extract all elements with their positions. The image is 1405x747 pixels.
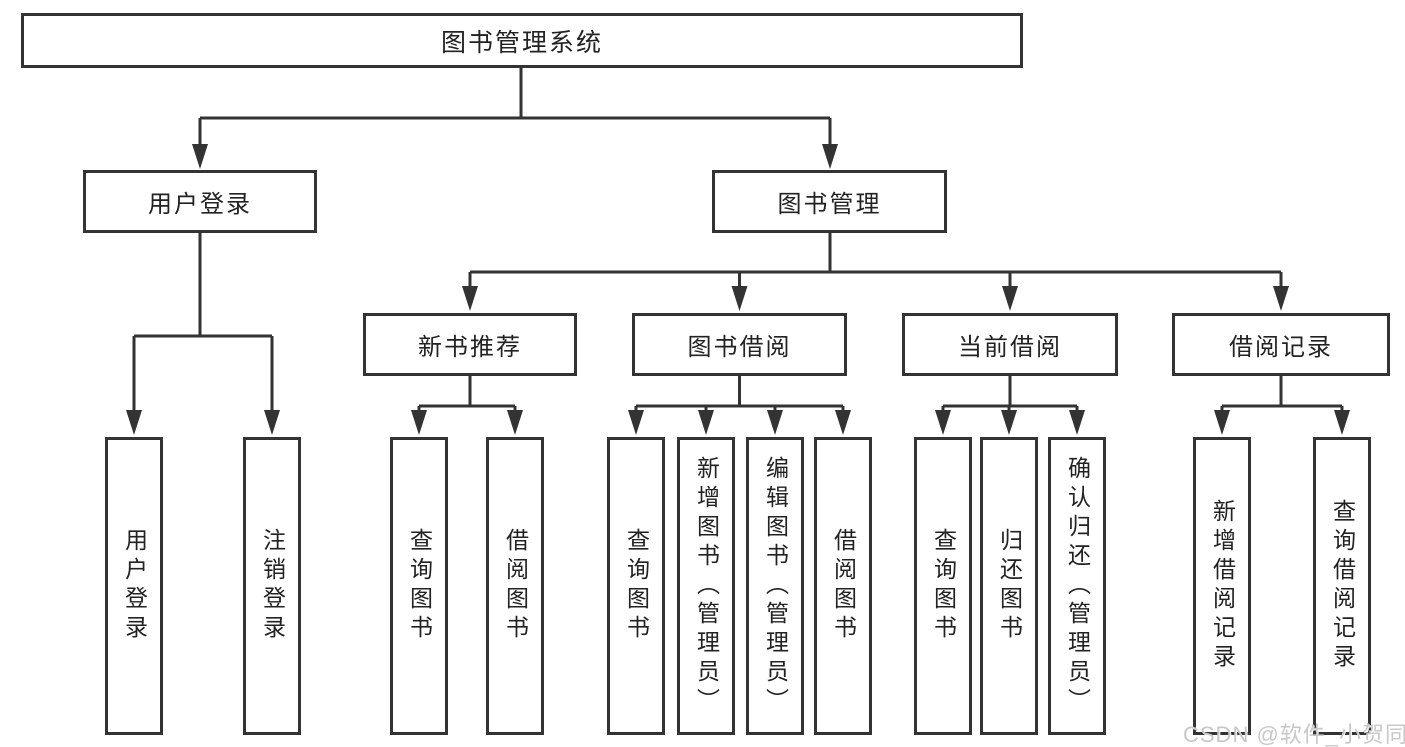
node-library-management-system: 图书管理系统	[21, 13, 1023, 68]
leaf-newrec-borrow-books: 借阅图书	[486, 437, 544, 735]
leaf-current-confirm-return-admin: 确认归还（管理员）	[1048, 437, 1106, 735]
leaf-current-query-books: 查询图书	[914, 437, 972, 735]
node-label: 新增借阅记录	[1209, 499, 1236, 673]
connector-root	[198, 68, 832, 146]
node-label: 借阅图书	[502, 528, 529, 644]
leaf-logout: 注销登录	[243, 437, 301, 735]
arrow-icon	[192, 144, 208, 169]
csdn-watermark: CSDN @软件_小贺同学	[1183, 722, 1405, 747]
connector-current-borrowing	[941, 376, 1079, 412]
leaf-borrowing-add-books-admin: 新增图书（管理员）	[677, 437, 735, 735]
arrow-icon	[767, 410, 783, 435]
arrow-icon	[731, 286, 748, 311]
connector-borrowing-records	[1220, 376, 1344, 412]
arrow-icon	[698, 410, 714, 435]
node-user-login: 用户登录	[83, 170, 317, 233]
arrow-icon	[1214, 410, 1230, 435]
node-current-borrowing: 当前借阅	[902, 313, 1118, 376]
node-label: 新书推荐	[418, 334, 522, 361]
node-label: 借阅图书	[830, 528, 857, 644]
arrow-icon	[935, 410, 951, 435]
node-label: 查询图书	[623, 528, 650, 644]
leaf-current-return-books: 归还图书	[980, 437, 1038, 735]
connector-book-borrowing	[634, 376, 845, 412]
node-label: 新增图书（管理员）	[693, 455, 720, 717]
node-label: 编辑图书（管理员）	[762, 455, 789, 717]
node-label: 注销登录	[259, 528, 286, 644]
arrow-icon	[507, 410, 523, 435]
node-book-borrowing: 图书借阅	[632, 313, 847, 376]
arrow-icon	[264, 410, 280, 435]
arrow-icon	[1334, 410, 1350, 435]
leaf-borrowing-query-books: 查询图书	[607, 437, 665, 735]
node-label: 确认归还（管理员）	[1064, 455, 1091, 717]
arrow-icon	[628, 410, 644, 435]
leaf-borrowing-edit-books-admin: 编辑图书（管理员）	[746, 437, 804, 735]
connector-user-login	[132, 233, 274, 412]
arrow-icon	[411, 410, 427, 435]
node-new-book-recommendation: 新书推荐	[363, 313, 577, 376]
node-label: 图书管理系统	[440, 28, 603, 57]
arrow-icon	[1273, 286, 1289, 311]
arrow-icon	[126, 410, 142, 435]
node-label: 图书借阅	[687, 334, 792, 361]
arrowheads	[126, 144, 1350, 435]
arrow-icon	[822, 144, 838, 169]
node-label: 借阅记录	[1229, 334, 1333, 361]
node-label: 图书管理	[777, 191, 882, 218]
node-label: 用户登录	[121, 528, 148, 644]
node-borrowing-records: 借阅记录	[1172, 313, 1390, 376]
arrow-icon	[1001, 410, 1017, 435]
leaf-user-login: 用户登录	[105, 437, 163, 735]
leaf-records-add-record: 新增借阅记录	[1193, 437, 1251, 735]
arrow-icon	[1069, 410, 1085, 435]
arrow-icon	[462, 286, 478, 311]
node-label: 用户登录	[148, 191, 252, 218]
leaf-newrec-query-books: 查询图书	[390, 437, 448, 735]
connector-new-book	[417, 376, 517, 412]
node-label: 查询借阅记录	[1329, 499, 1356, 673]
node-label: 查询图书	[406, 528, 433, 644]
node-label: 当前借阅	[958, 334, 1062, 361]
node-book-management: 图书管理	[712, 170, 947, 233]
arrow-icon	[1002, 286, 1018, 311]
leaf-records-query-record: 查询借阅记录	[1313, 437, 1371, 735]
arrow-icon	[835, 410, 851, 435]
leaf-borrowing-borrow-books: 借阅图书	[814, 437, 872, 735]
connector-book-management	[468, 233, 1283, 288]
node-label: 查询图书	[930, 528, 957, 644]
node-label: 归还图书	[996, 528, 1023, 644]
